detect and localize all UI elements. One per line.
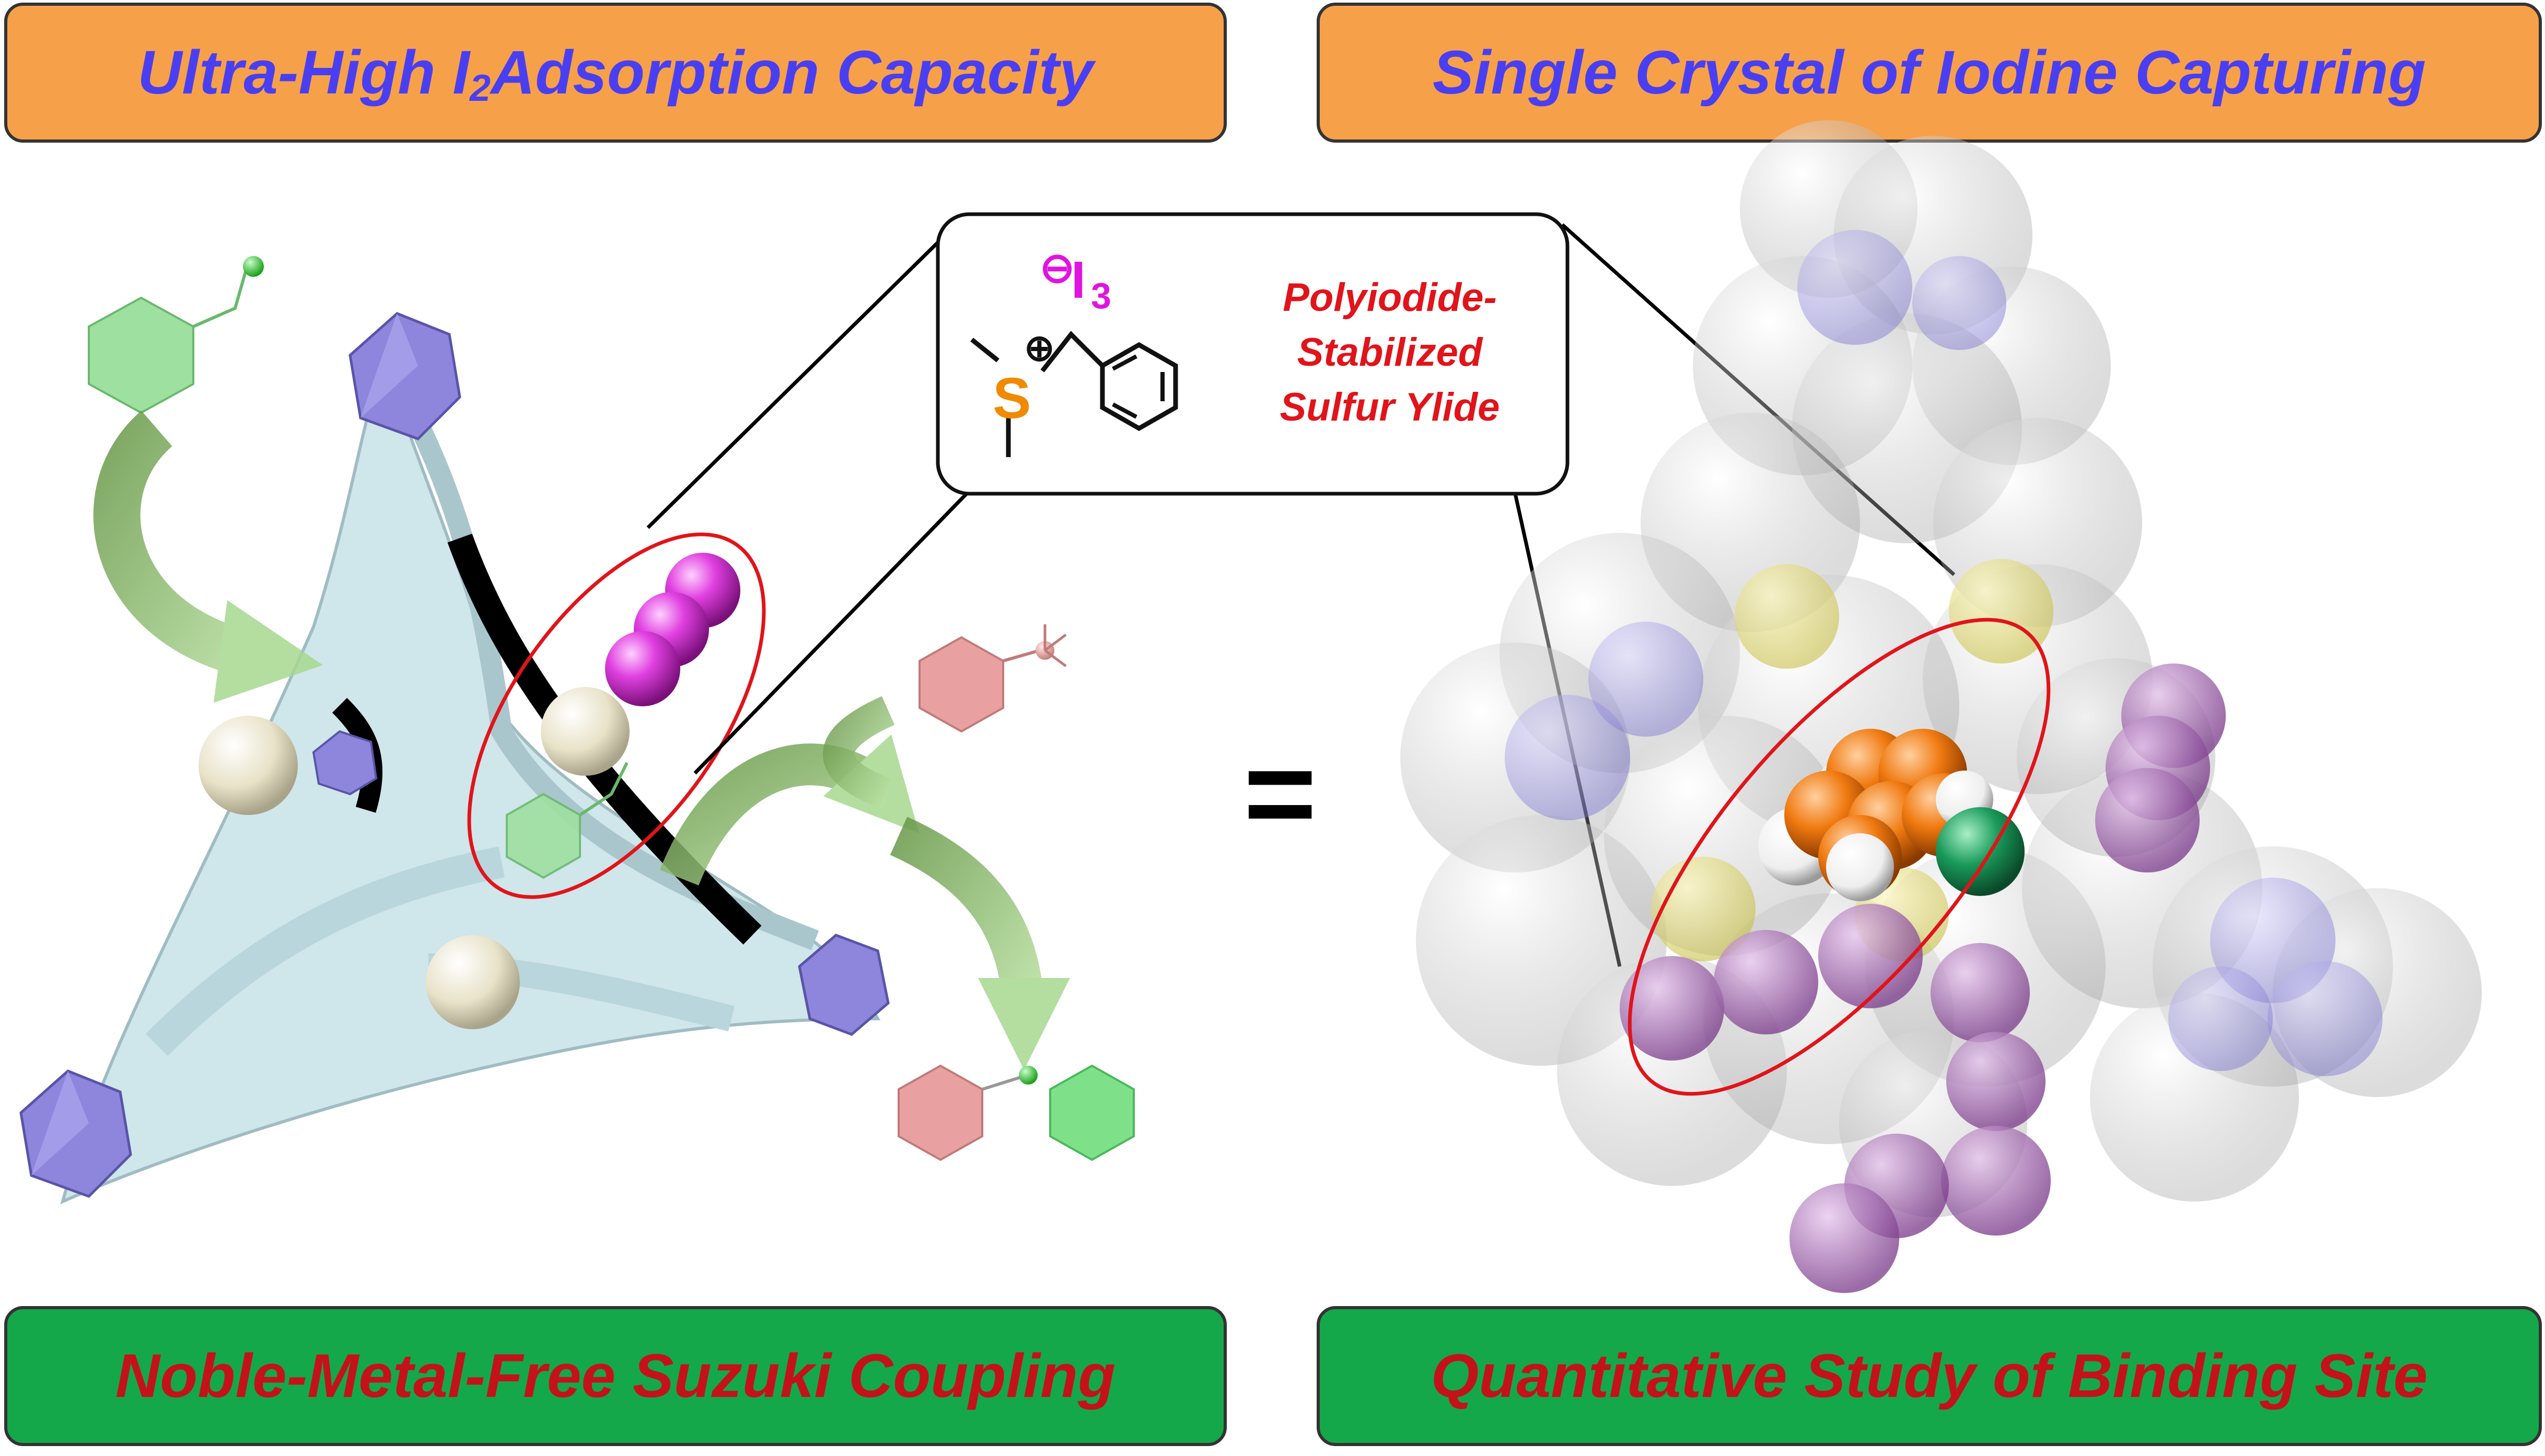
banner-binding-site: Quantitative Study of Binding Site (1317, 1306, 2542, 1446)
arrow-to-product (890, 817, 1070, 1070)
biaryl-product (898, 1064, 1135, 1161)
crystal-structure-spheres (1400, 120, 2482, 1293)
banner-single-crystal: Single Crystal of Iodine Capturing (1317, 3, 2542, 143)
reactant-aryl-halide (88, 256, 264, 414)
arrow-reactant-to-cage (93, 411, 323, 703)
metal-node-icosahedra (19, 312, 890, 1198)
inset-structure-box (936, 212, 1570, 496)
anion-charge-symbol: ⊖ (1040, 244, 1075, 291)
anion-label: I (1071, 251, 1086, 309)
banner-adsorption-text-main: Ultra-High I (137, 38, 470, 107)
aryl-fragment-in-cage (506, 762, 629, 879)
cream-pore-spheres (199, 687, 630, 1029)
inset-caption-line3: Sulfur Ylide (1280, 385, 1500, 429)
banner-single-crystal-text: Single Crystal of Iodine Capturing (1432, 38, 2426, 107)
inset-caption-line2: Stabilized (1297, 330, 1483, 375)
sulfur-atom-label: S (993, 366, 1031, 430)
highlight-ellipse-left (467, 532, 766, 899)
banner-suzuki-coupling: Noble-Metal-Free Suzuki Coupling (4, 1306, 1227, 1446)
cation-charge-symbol: ⊕ (1024, 328, 1055, 368)
banner-adsorption-text-tail: Adsorption Capacity (491, 38, 1094, 107)
bound-substrate-molecule (1758, 729, 2025, 901)
inset-caption-line1: Polyiodide- (1283, 275, 1497, 320)
arrow-boronic-merge (823, 696, 895, 809)
banner-suzuki-text: Noble-Metal-Free Suzuki Coupling (115, 1342, 1116, 1411)
banner-adsorption-subscript: 2 (469, 67, 491, 109)
highlight-ellipse-right (1628, 618, 2051, 1096)
banner-binding-site-text: Quantitative Study of Binding Site (1431, 1342, 2428, 1411)
anion-subscript: 3 (1091, 275, 1111, 316)
iodine-molecule-spheres (605, 553, 740, 706)
equals-sign: = (1244, 723, 1317, 863)
boronic-reagent (919, 624, 1067, 733)
